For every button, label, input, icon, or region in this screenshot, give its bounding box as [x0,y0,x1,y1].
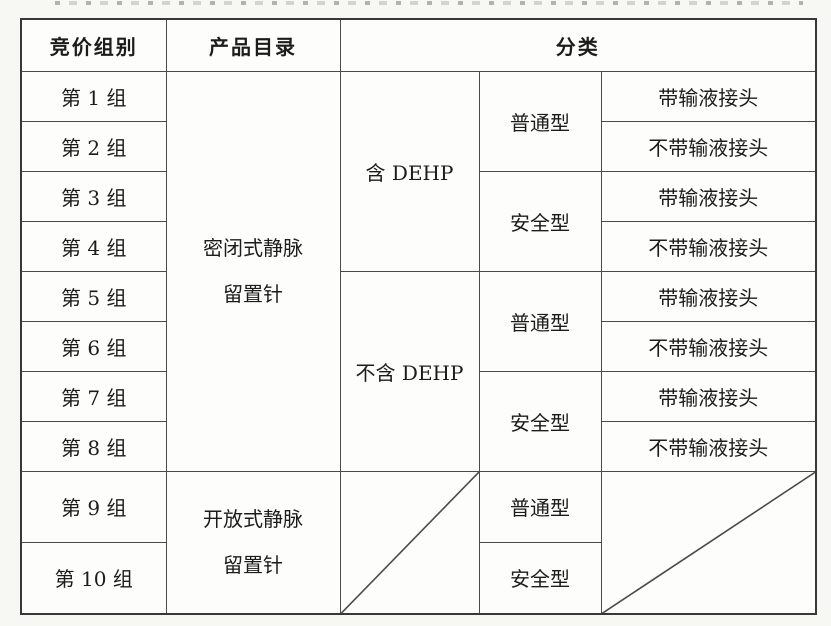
cell-group-8: 第 8 组 [20,420,167,472]
diagonal-slash [602,472,816,614]
cell-group-4: 第 4 组 [20,220,167,272]
cell-type-normal-c: 普通型 [478,470,602,543]
cell-group-10: 第 10 组 [20,541,167,615]
cell-dehp-not-applicable [339,470,480,615]
cell-product-open: 开放式静脉 留置针 [165,470,341,615]
cell-connector-with-2: 带输液接头 [600,170,817,222]
table-row: 第 7 组 安全型 带输液接头 [20,370,817,472]
cell-group-5: 第 5 组 [20,270,167,322]
cell-connector-not-applicable [600,470,817,615]
cell-type-safety-c: 安全型 [478,541,602,615]
cutoff-text-fragments [55,1,803,5]
cell-type-normal-b: 普通型 [478,270,602,372]
header-bid-group: 竞价组别 [20,18,167,72]
header-classification: 分类 [339,18,817,72]
cell-type-safety-a: 安全型 [478,170,602,272]
table-row: 第 5 组 不含 DEHP 普通型 带输液接头 [20,270,817,472]
cell-connector-without-3: 不带输液接头 [600,320,817,372]
cell-group-6: 第 6 组 [20,320,167,372]
bidding-groups-table: 竞价组别 产品目录 分类 第 1 组 密闭式静脉 留置针 含 DEHP 普通型 … [20,18,817,615]
table-row: 第 9 组 开放式静脉 留置针 普通型 [20,470,817,615]
cell-connector-without-4: 不带输液接头 [600,420,817,472]
table-row: 第 6 组 不带输液接头 [20,320,817,372]
product-open-line1: 开放式静脉 [203,507,303,532]
cell-group-9: 第 9 组 [20,470,167,543]
cell-connector-without-2: 不带输液接头 [600,220,817,272]
product-closed-line2: 留置针 [223,282,283,306]
cell-dehp-with: 含 DEHP [339,70,480,272]
table-row: 第 10 组 安全型 [20,541,816,615]
diagonal-slash [341,472,479,614]
cell-connector-with-4: 带输液接头 [600,370,817,422]
table-row: 第 8 组 不带输液接头 [20,420,817,472]
table-header-row: 竞价组别 产品目录 分类 [20,18,817,72]
cell-type-safety-b: 安全型 [478,370,602,472]
table-row: 第 1 组 密闭式静脉 留置针 含 DEHP 普通型 带输液接头 [20,70,817,472]
cell-connector-with-3: 带输液接头 [600,270,817,322]
product-open-line2: 留置针 [223,553,283,578]
cell-group-1: 第 1 组 [20,70,167,122]
cell-group-7: 第 7 组 [20,370,167,422]
cell-connector-with-1: 带输液接头 [600,70,817,122]
product-closed-line1: 密闭式静脉 [203,236,303,260]
cell-dehp-without: 不含 DEHP [339,270,480,472]
cell-group-2: 第 2 组 [20,120,167,172]
header-product-catalog: 产品目录 [165,18,341,72]
cell-product-closed: 密闭式静脉 留置针 [165,70,341,472]
cell-type-normal-a: 普通型 [478,70,602,172]
cell-connector-without-1: 不带输液接头 [600,120,817,172]
table-row: 第 2 组 不带输液接头 [20,120,817,172]
cell-group-3: 第 3 组 [20,170,167,222]
